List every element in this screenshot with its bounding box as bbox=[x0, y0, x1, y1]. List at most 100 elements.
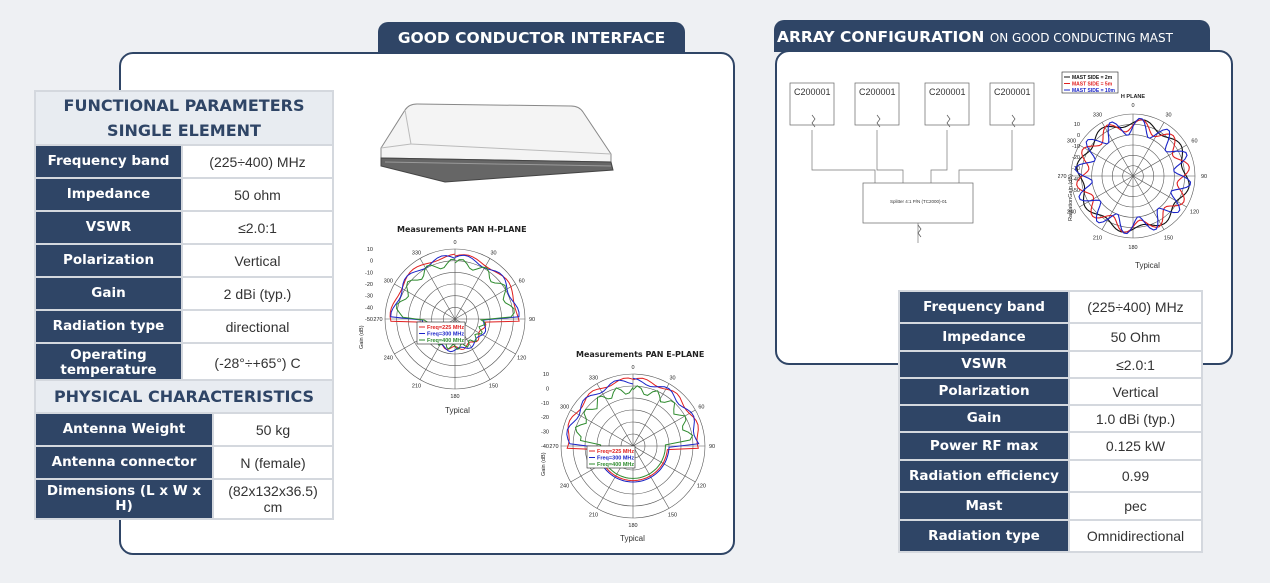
legend-box bbox=[586, 445, 636, 469]
angle-tick-label: 180 bbox=[1128, 245, 1137, 251]
row-value: Omnidirectional bbox=[1068, 519, 1203, 553]
array-element-label: C200001 bbox=[794, 87, 831, 97]
grid-spoke bbox=[632, 383, 670, 447]
feed-line bbox=[958, 130, 1013, 185]
radial-tick-label: -20 bbox=[1072, 155, 1080, 161]
angle-tick-label: 0 bbox=[631, 365, 634, 371]
feed-line bbox=[876, 130, 904, 185]
angle-tick-label: 240 bbox=[384, 356, 393, 362]
row-label: Radiation efficiency bbox=[898, 459, 1070, 493]
physical-heading: PHYSICAL CHARACTERISTICS bbox=[34, 379, 334, 414]
row-label: Frequency band bbox=[34, 144, 183, 179]
grid-spoke bbox=[1132, 144, 1187, 177]
array-configuration-title: ARRAY CONFIGURATION bbox=[777, 28, 985, 46]
table-row: Frequency band(225÷400) MHz bbox=[34, 144, 334, 179]
connector-icon bbox=[811, 114, 816, 128]
row-value: directional bbox=[181, 309, 334, 344]
radial-tick-label: -50 bbox=[365, 317, 373, 323]
legend-box bbox=[416, 321, 466, 345]
legend-label: Freq=225 MHz bbox=[427, 325, 464, 331]
radial-tick-label: -50 bbox=[1072, 188, 1080, 194]
angle-tick-label: 330 bbox=[589, 376, 598, 382]
array-element-box bbox=[989, 82, 1035, 126]
radial-tick-label: -20 bbox=[365, 282, 373, 288]
row-value: 0.125 kW bbox=[1068, 431, 1203, 461]
h-plane-caption: Typical bbox=[445, 406, 470, 415]
row-label: Radiation type bbox=[34, 309, 183, 344]
angle-tick-label: 0 bbox=[1131, 103, 1134, 109]
radial-tick-label: -10 bbox=[1072, 144, 1080, 150]
series-trace-2 bbox=[566, 377, 700, 483]
y-axis-label: Gain (dB) bbox=[359, 325, 365, 349]
connector-icon bbox=[946, 114, 951, 128]
radial-tick-label: -30 bbox=[365, 294, 373, 300]
row-value: Vertical bbox=[181, 243, 334, 278]
angle-tick-label: 120 bbox=[1190, 210, 1199, 216]
row-label: Polarization bbox=[34, 243, 183, 278]
row-label: Impedance bbox=[898, 322, 1070, 352]
angle-tick-label: 30 bbox=[490, 250, 496, 256]
angle-tick-label: 90 bbox=[529, 317, 535, 323]
array-element-box bbox=[924, 82, 970, 126]
angle-tick-label: 210 bbox=[412, 384, 421, 390]
array-plot-caption: Typical bbox=[1135, 261, 1160, 270]
series-trace-3 bbox=[396, 258, 515, 350]
grid-spoke bbox=[1101, 175, 1134, 230]
row-value: 1.0 dBi (typ.) bbox=[1068, 404, 1203, 433]
grid-spoke bbox=[1132, 175, 1187, 208]
angle-tick-label: 240 bbox=[560, 484, 569, 490]
row-label: Power RF max bbox=[898, 431, 1070, 461]
good-conductor-title: GOOD CONDUCTOR INTERFACE bbox=[397, 29, 666, 47]
row-value: 50 ohm bbox=[181, 177, 334, 212]
series-trace-3 bbox=[574, 385, 694, 479]
antenna-illustration bbox=[380, 103, 614, 183]
array-plot-title: H PLANE bbox=[1121, 94, 1145, 100]
row-value: (225÷400) MHz bbox=[181, 144, 334, 179]
angle-tick-label: 150 bbox=[489, 384, 498, 390]
table-row: Operating temperature(-28°÷+65°) C bbox=[34, 342, 334, 384]
grid-spoke bbox=[454, 258, 491, 320]
array-h-plane-chart: H PLANE030609012015018021024027030033010… bbox=[1058, 71, 1207, 251]
physical-heading-row: PHYSICAL CHARACTERISTICS bbox=[34, 379, 334, 414]
row-label: VSWR bbox=[34, 210, 183, 245]
row-label: Antenna connector bbox=[34, 445, 214, 480]
row-label: Gain bbox=[898, 404, 1070, 433]
functional-parameters-table: FUNCTIONAL PARAMETERS SINGLE ELEMENT Fre… bbox=[34, 90, 334, 384]
row-label: Operating temperature bbox=[34, 342, 183, 384]
grid-spoke bbox=[1132, 175, 1165, 230]
row-value: 2 dBi (typ.) bbox=[181, 276, 334, 311]
angle-tick-label: 120 bbox=[697, 484, 706, 490]
radial-tick-label: -40 bbox=[1072, 177, 1080, 183]
row-value: Vertical bbox=[1068, 377, 1203, 406]
functional-heading-line2: SINGLE ELEMENT bbox=[107, 121, 261, 140]
splitter-label: Splitter 4:1 P/N (TC2000)-01 bbox=[890, 199, 948, 204]
feed-line bbox=[811, 130, 876, 185]
array-element-label: C200001 bbox=[929, 87, 966, 97]
angle-tick-label: 30 bbox=[1165, 113, 1171, 119]
table-row: Dimensions (L x W x H)(82x132x36.5) cm bbox=[34, 478, 334, 520]
table-row: Frequency band(225÷400) MHz bbox=[898, 290, 1203, 324]
angle-tick-label: 210 bbox=[589, 512, 598, 518]
row-label: Dimensions (L x W x H) bbox=[34, 478, 214, 520]
angle-tick-label: 30 bbox=[669, 376, 675, 382]
row-value: (82x132x36.5) cm bbox=[212, 478, 334, 520]
e-plane-caption: Typical bbox=[620, 534, 645, 543]
radial-tick-label: -40 bbox=[365, 305, 373, 311]
grid-spoke bbox=[1079, 175, 1134, 208]
legend-label: MAST SIDE = 10m bbox=[1072, 88, 1115, 94]
functional-heading-line1: FUNCTIONAL PARAMETERS bbox=[63, 96, 305, 115]
connector-icon bbox=[1011, 114, 1016, 128]
legend-box bbox=[1061, 71, 1119, 94]
array-element-box bbox=[854, 82, 900, 126]
row-label: Radiation type bbox=[898, 519, 1070, 553]
